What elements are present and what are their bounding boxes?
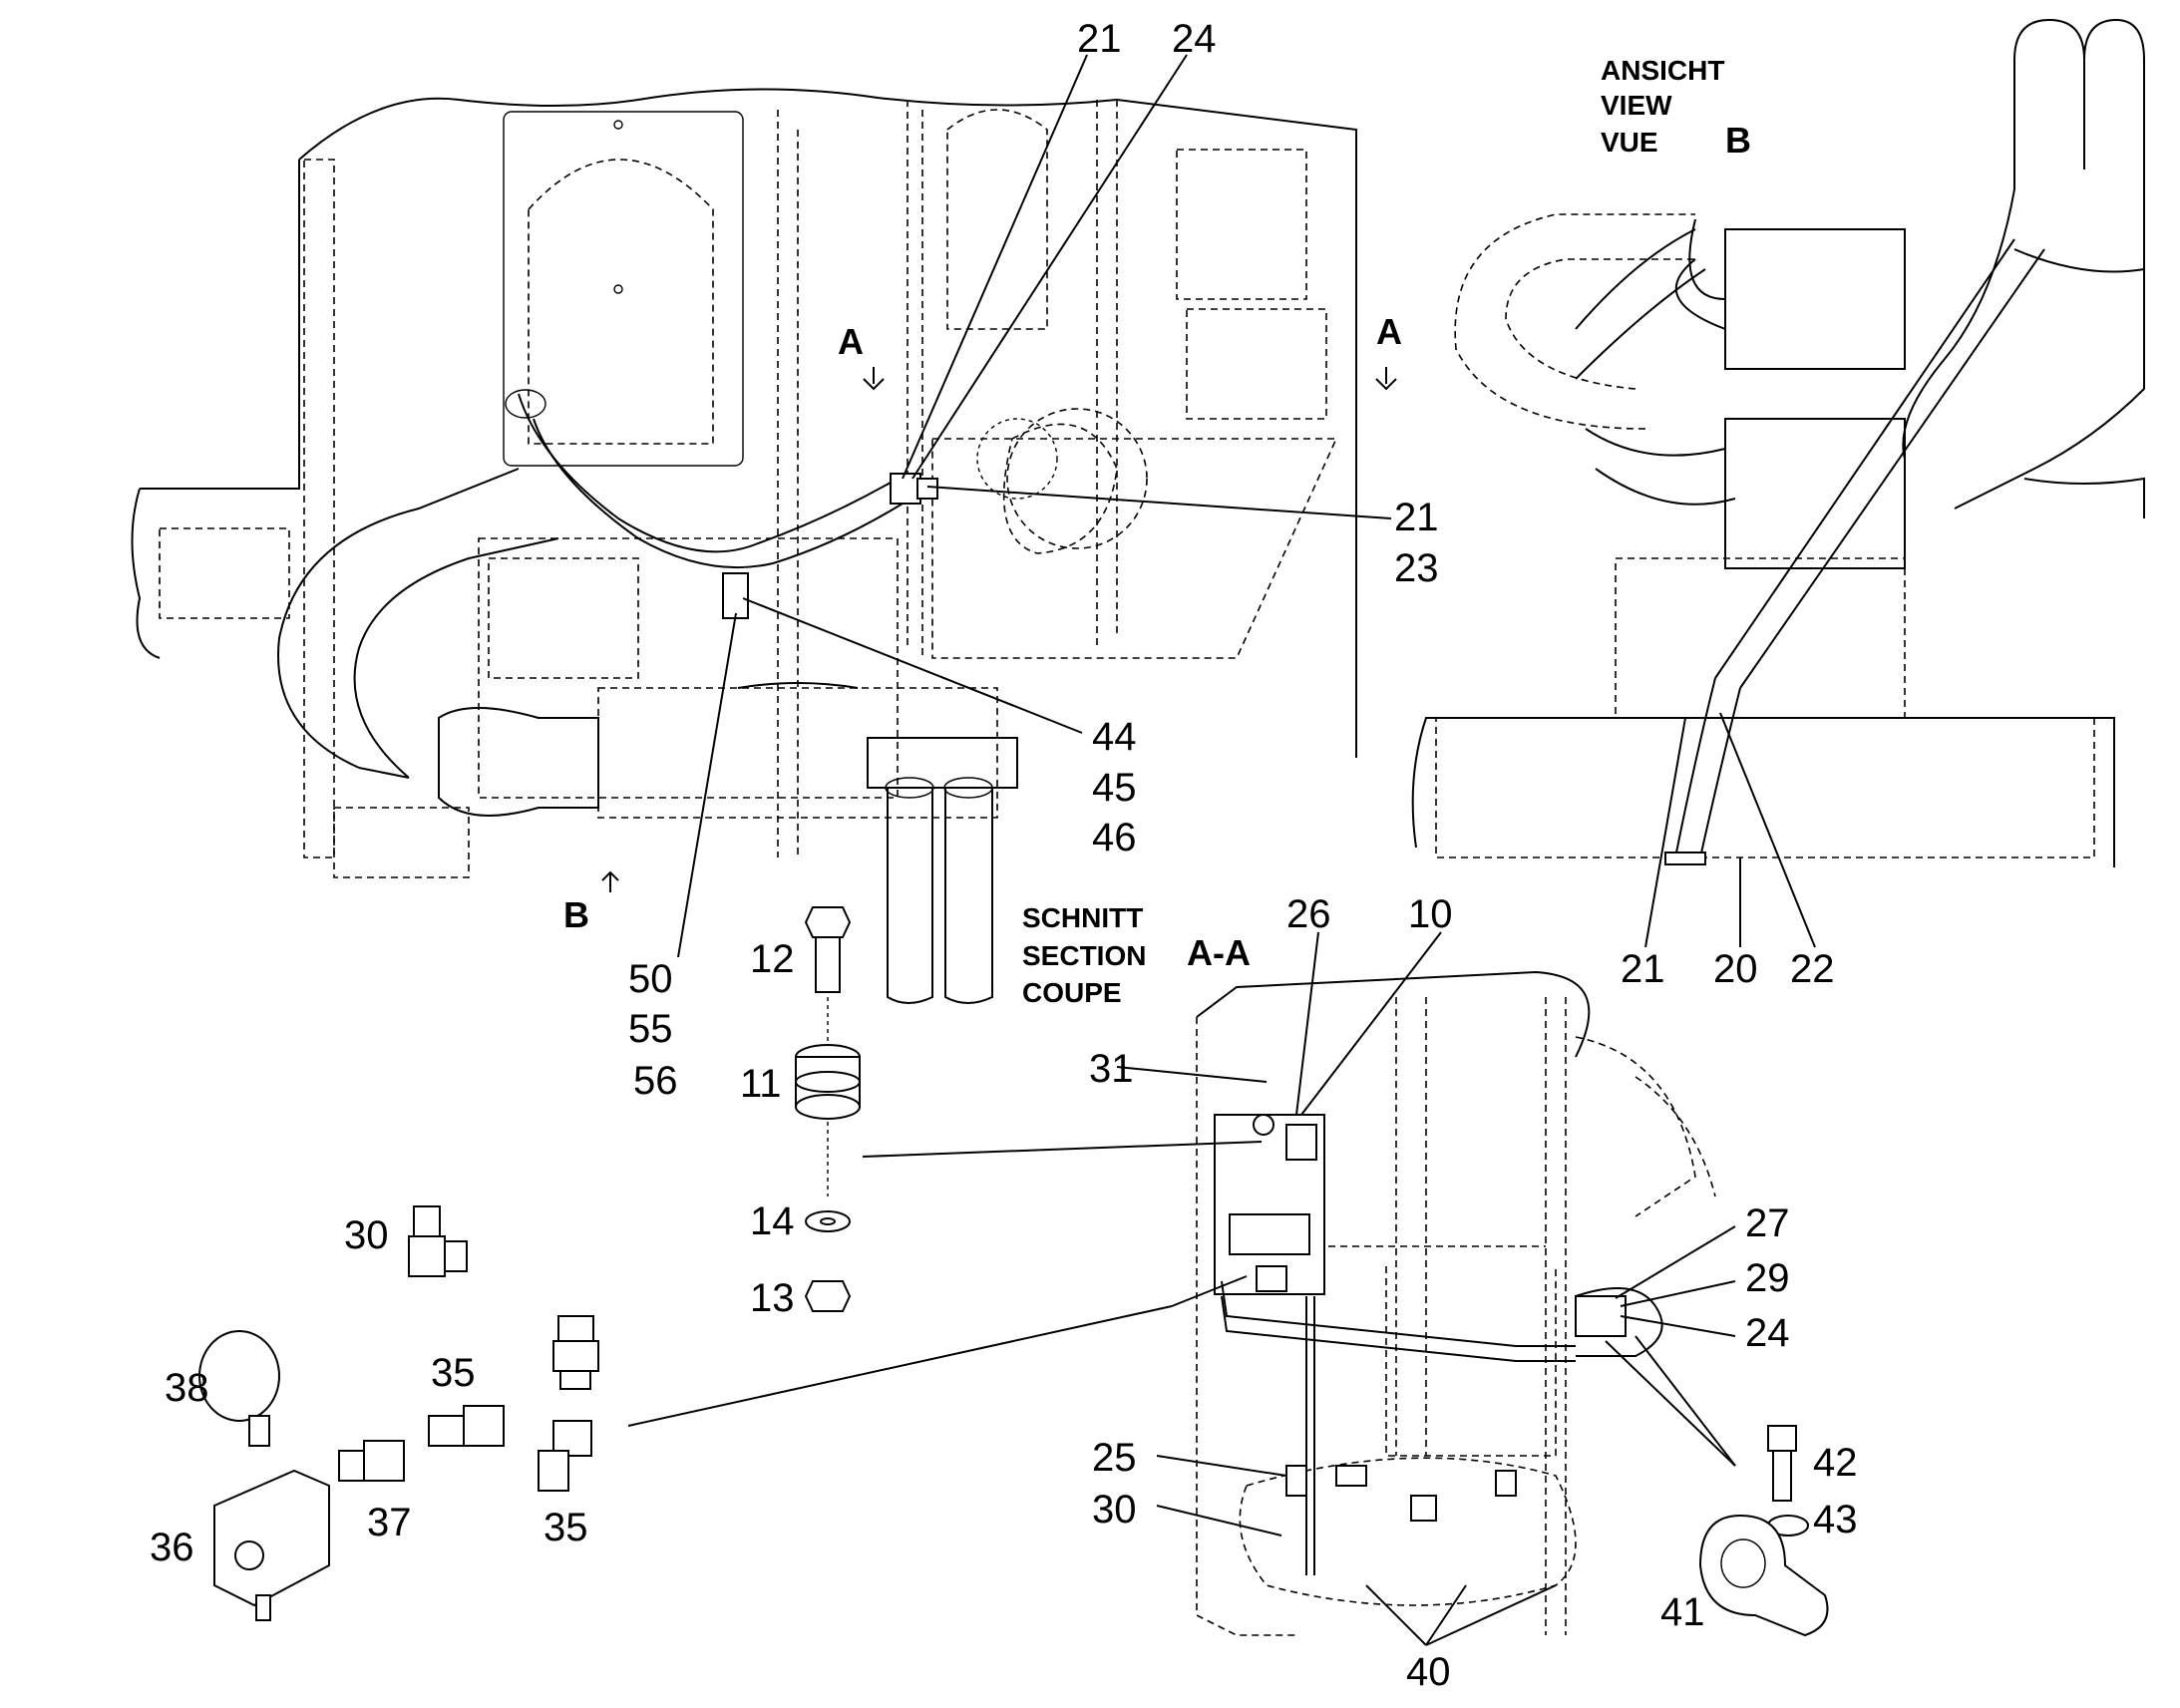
callout-45: 45 (1092, 766, 1137, 810)
view-b (1411, 18, 2145, 867)
section-aa-letter: A-A (1187, 932, 1251, 973)
callout-56: 56 (633, 1059, 678, 1103)
hose-clamp (890, 473, 921, 505)
callout-21-mid: 21 (1394, 496, 1439, 539)
view-b-frame (1411, 717, 2115, 867)
callout-46: 46 (1092, 816, 1137, 859)
callout-31: 31 (1089, 1047, 1134, 1091)
callout-22: 22 (1790, 947, 1835, 991)
section-aa-label-section: SECTION (1022, 940, 1146, 971)
callout-27: 27 (1745, 1201, 1790, 1245)
access-panel (503, 111, 744, 467)
callout-44: 44 (1092, 715, 1137, 759)
callout-40: 40 (1406, 1650, 1451, 1694)
exhaust-stack-left (887, 788, 933, 1004)
tee-fitting-30 (413, 1205, 441, 1237)
left-rail (303, 159, 335, 858)
callout-38: 38 (165, 1366, 209, 1410)
hose-pipe (518, 393, 899, 553)
clamp-41 (1698, 1514, 1829, 1637)
callout-21-top: 21 (1077, 17, 1122, 61)
callout-24-right: 24 (1745, 1311, 1790, 1355)
callout-35-bottom: 35 (544, 1506, 588, 1549)
callout-20: 20 (1713, 947, 1758, 991)
callout-14: 14 (750, 1199, 795, 1243)
section-mark-a-left: A (838, 321, 864, 362)
elbow-35-top (428, 1415, 470, 1447)
callout-25: 25 (1092, 1436, 1137, 1480)
gauge-38 (198, 1330, 280, 1422)
screw-42 (1767, 1425, 1797, 1452)
clip-24 (1575, 1295, 1627, 1337)
exhaust-elbow (438, 707, 599, 817)
lower-tray (1239, 1457, 1577, 1606)
callout-36: 36 (150, 1526, 194, 1569)
view-b-label-ansicht: ANSICHT (1601, 55, 1724, 86)
callout-41: 41 (1660, 1590, 1705, 1634)
callout-21-right: 21 (1621, 947, 1665, 991)
muffler-upper (1724, 228, 1906, 370)
callout-37: 37 (367, 1501, 412, 1544)
left-duct (277, 468, 520, 769)
callout-12: 12 (750, 937, 795, 981)
tail-pipe-right (2083, 18, 2145, 199)
section-mark-a-right: A (1376, 311, 1402, 352)
callout-43: 43 (1813, 1498, 1858, 1541)
callout-23: 23 (1394, 546, 1439, 590)
view-b-label-view: VIEW (1601, 90, 1672, 121)
callout-42: 42 (1813, 1441, 1858, 1485)
valve-block-36 (213, 1469, 330, 1607)
callout-10: 10 (1408, 892, 1453, 936)
main-view (131, 88, 1397, 1004)
nut-13 (804, 1280, 852, 1312)
tail-pipe-left (2013, 18, 2085, 170)
labels: 21 24 21 23 44 45 46 50 55 56 12 11 14 1… (150, 17, 1858, 1694)
callout-11: 11 (740, 1062, 782, 1106)
exhaust-stack-right (944, 788, 993, 1004)
muffler-lower (1724, 418, 1906, 569)
callout-30-bottom: 30 (1092, 1488, 1137, 1532)
callout-35-top: 35 (431, 1351, 476, 1395)
callout-26: 26 (1286, 892, 1331, 936)
loose-parts (198, 906, 1829, 1637)
section-aa-frame (1196, 970, 1591, 1058)
section-aa-label-schnitt: SCHNITT (1022, 902, 1143, 933)
nipple-fitting (557, 1315, 594, 1342)
view-b-letter: B (1725, 120, 1751, 161)
center-clamp (722, 572, 749, 619)
view-mark-b: B (563, 894, 589, 935)
callout-50: 50 (628, 957, 673, 1001)
callout-29: 29 (1745, 1256, 1790, 1300)
section-aa-label-coupe: COUPE (1022, 977, 1122, 1008)
callout-24-top: 24 (1172, 17, 1217, 61)
bolt-12 (804, 906, 852, 938)
leader-lines (627, 54, 1816, 1646)
callout-55: 55 (628, 1007, 673, 1051)
callout-30-left: 30 (344, 1213, 389, 1257)
view-b-label-vue: VUE (1601, 127, 1658, 158)
callout-13: 13 (750, 1276, 795, 1320)
frame-outline (298, 88, 1357, 758)
section-aa (1196, 970, 1716, 1636)
